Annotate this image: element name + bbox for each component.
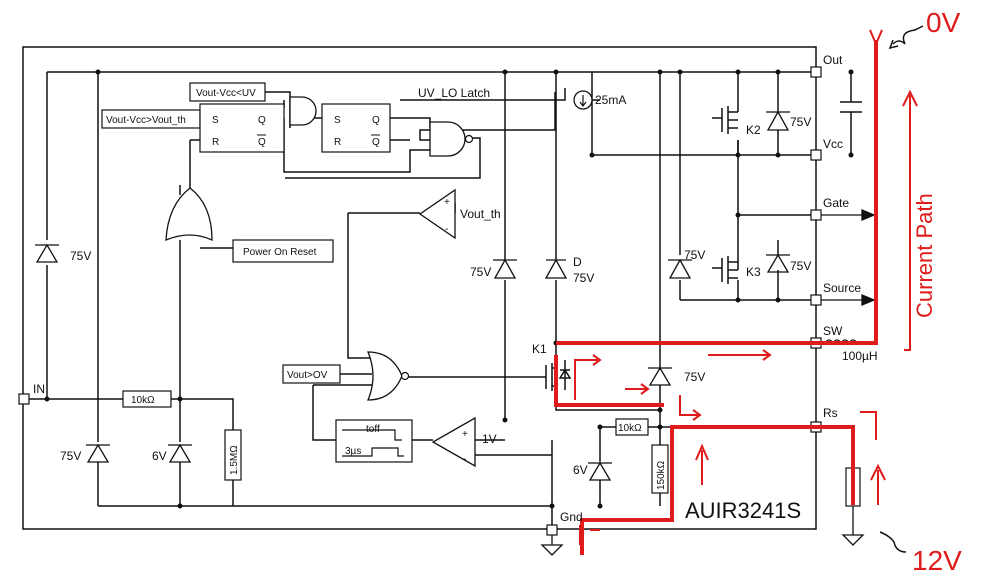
label-25ma: 25mA bbox=[595, 93, 626, 107]
mosfet-k2 bbox=[712, 106, 738, 134]
label-ov-compare: Vout>OV bbox=[287, 370, 328, 381]
uv-compare-box bbox=[189, 82, 266, 102]
ff1-r: R bbox=[212, 137, 219, 148]
comparator-vout-th bbox=[418, 188, 456, 240]
ov-compare-box bbox=[282, 364, 341, 384]
pin-label-source: Source bbox=[823, 281, 861, 295]
ic-name-label: AUIR3241S bbox=[685, 498, 801, 523]
comparator-1v bbox=[431, 416, 476, 468]
ff2-s: S bbox=[334, 115, 341, 126]
pin-label-out: Out bbox=[823, 53, 843, 67]
nand-gate bbox=[429, 121, 466, 157]
label-vth-compare: Vout-Vcc>Vout_th bbox=[106, 115, 186, 126]
ff2-qbar: Q bbox=[372, 137, 380, 148]
label-3us: 3µs bbox=[345, 446, 361, 457]
pin-label-in: IN bbox=[33, 382, 45, 396]
label-top-voltage: 0V bbox=[926, 7, 961, 38]
ground-symbol-gnd bbox=[540, 535, 564, 556]
label-zener-d: 75V bbox=[573, 271, 594, 285]
label-zener-k3-right: 75V bbox=[790, 259, 811, 273]
label-r-10k-right: 10kΩ bbox=[618, 423, 642, 434]
ff1-s: S bbox=[212, 115, 219, 126]
label-zener-k2: 75V bbox=[790, 115, 811, 129]
resistor-10k-right bbox=[615, 418, 649, 436]
mosfet-k3 bbox=[712, 256, 738, 284]
label-zener-6v-right: 6V bbox=[573, 463, 588, 477]
label-uv-compare: Vout-Vcc<UV bbox=[196, 88, 256, 99]
ground-symbol-external bbox=[841, 506, 865, 546]
label-zener-left-bottom: 75V bbox=[60, 449, 81, 463]
ff2-r: R bbox=[334, 137, 341, 148]
label-current-path: Current Path bbox=[912, 193, 937, 318]
label-k2: K2 bbox=[746, 123, 761, 137]
pin-label-sw: SW bbox=[823, 324, 843, 338]
label-bottom-voltage: 12V bbox=[912, 545, 962, 576]
power-on-reset-box bbox=[232, 239, 334, 263]
ff1-qbar: Q bbox=[258, 137, 266, 148]
label-power-on-reset: Power On Reset bbox=[243, 247, 317, 258]
label-diode-d: D bbox=[573, 255, 582, 269]
label-vout-th: Vout_th bbox=[460, 207, 501, 221]
zener-diodes bbox=[35, 110, 790, 481]
pin-label-vcc: Vcc bbox=[823, 137, 843, 151]
and-gate bbox=[289, 96, 317, 126]
label-zener-left-top: 75V bbox=[70, 249, 91, 263]
mosfet-k1 bbox=[540, 360, 572, 391]
comp-1v-plus: + bbox=[462, 429, 468, 440]
pin-label-rs: Rs bbox=[823, 406, 838, 420]
resistor-1m5 bbox=[224, 429, 242, 481]
label-k3: K3 bbox=[746, 265, 761, 279]
resistor-150k bbox=[651, 444, 669, 494]
flipflop-left bbox=[199, 103, 285, 153]
label-uv-latch: UV_LO Latch bbox=[418, 86, 490, 100]
label-k1: K1 bbox=[532, 342, 547, 356]
resistor-10k-left bbox=[122, 390, 172, 408]
label-zener-6v-left: 6V bbox=[152, 449, 167, 463]
pin-label-gate: Gate bbox=[823, 196, 849, 210]
label-toff: toff bbox=[366, 424, 380, 435]
squiggle-top bbox=[892, 25, 924, 45]
ff1-q: Q bbox=[258, 115, 266, 126]
label-r-10k-left: 10kΩ bbox=[131, 395, 155, 406]
label-r-1m5: 1.5MΩ bbox=[229, 445, 240, 475]
nor-gate bbox=[367, 351, 403, 401]
timer-box bbox=[335, 419, 413, 463]
label-r-150k: 150kΩ bbox=[656, 460, 667, 490]
or-gate-vertical bbox=[165, 187, 213, 242]
comp-1v-minus: - bbox=[463, 454, 466, 465]
output-capacitor bbox=[840, 101, 862, 113]
flipflop-right bbox=[321, 103, 391, 153]
label-zener-k3-left: 75V bbox=[684, 248, 705, 262]
pin-label-gnd: Gnd bbox=[560, 510, 583, 524]
squiggle-bottom bbox=[879, 531, 907, 553]
current-path-highlight bbox=[554, 29, 918, 555]
ic-outline bbox=[22, 46, 817, 530]
junction-dots bbox=[44, 69, 854, 509]
comp-vth-minus: - bbox=[445, 224, 448, 235]
label-1v: 1V bbox=[482, 432, 497, 446]
label-zener-k1: 75V bbox=[684, 370, 705, 384]
comp-vth-plus: + bbox=[444, 197, 450, 208]
label-zener-mid: 75V bbox=[470, 265, 491, 279]
ff2-q: Q bbox=[372, 115, 380, 126]
label-inductor: 100µH bbox=[842, 349, 878, 363]
